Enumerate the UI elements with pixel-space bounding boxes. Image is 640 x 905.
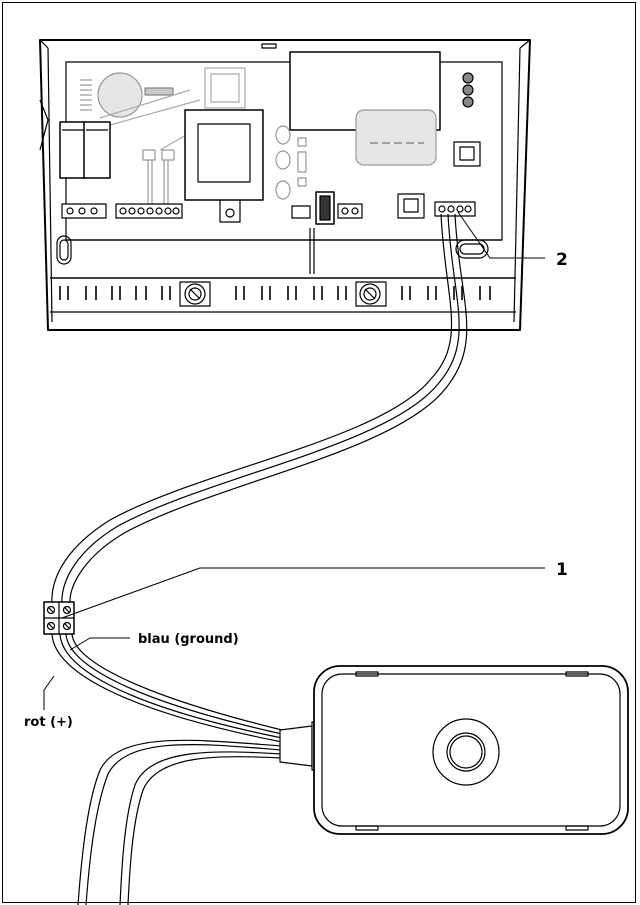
cable-to-sensor [51,633,283,743]
callout-number-2: 2 [556,250,568,270]
vent-slots [59,286,491,300]
sensor-leads [77,739,283,905]
terminal-connector [43,601,75,635]
circuit-board [59,51,503,274]
cable-to-control-unit [51,213,468,607]
label-wire-blue: blau (ground) [138,632,239,647]
callout-number-1: 1 [556,560,568,580]
control-unit-housing [39,39,531,331]
label-wire-red: rot (+) [24,715,73,730]
mounting-holes [56,235,489,307]
callout-leaders [43,211,545,710]
sensor-housing [279,665,629,835]
